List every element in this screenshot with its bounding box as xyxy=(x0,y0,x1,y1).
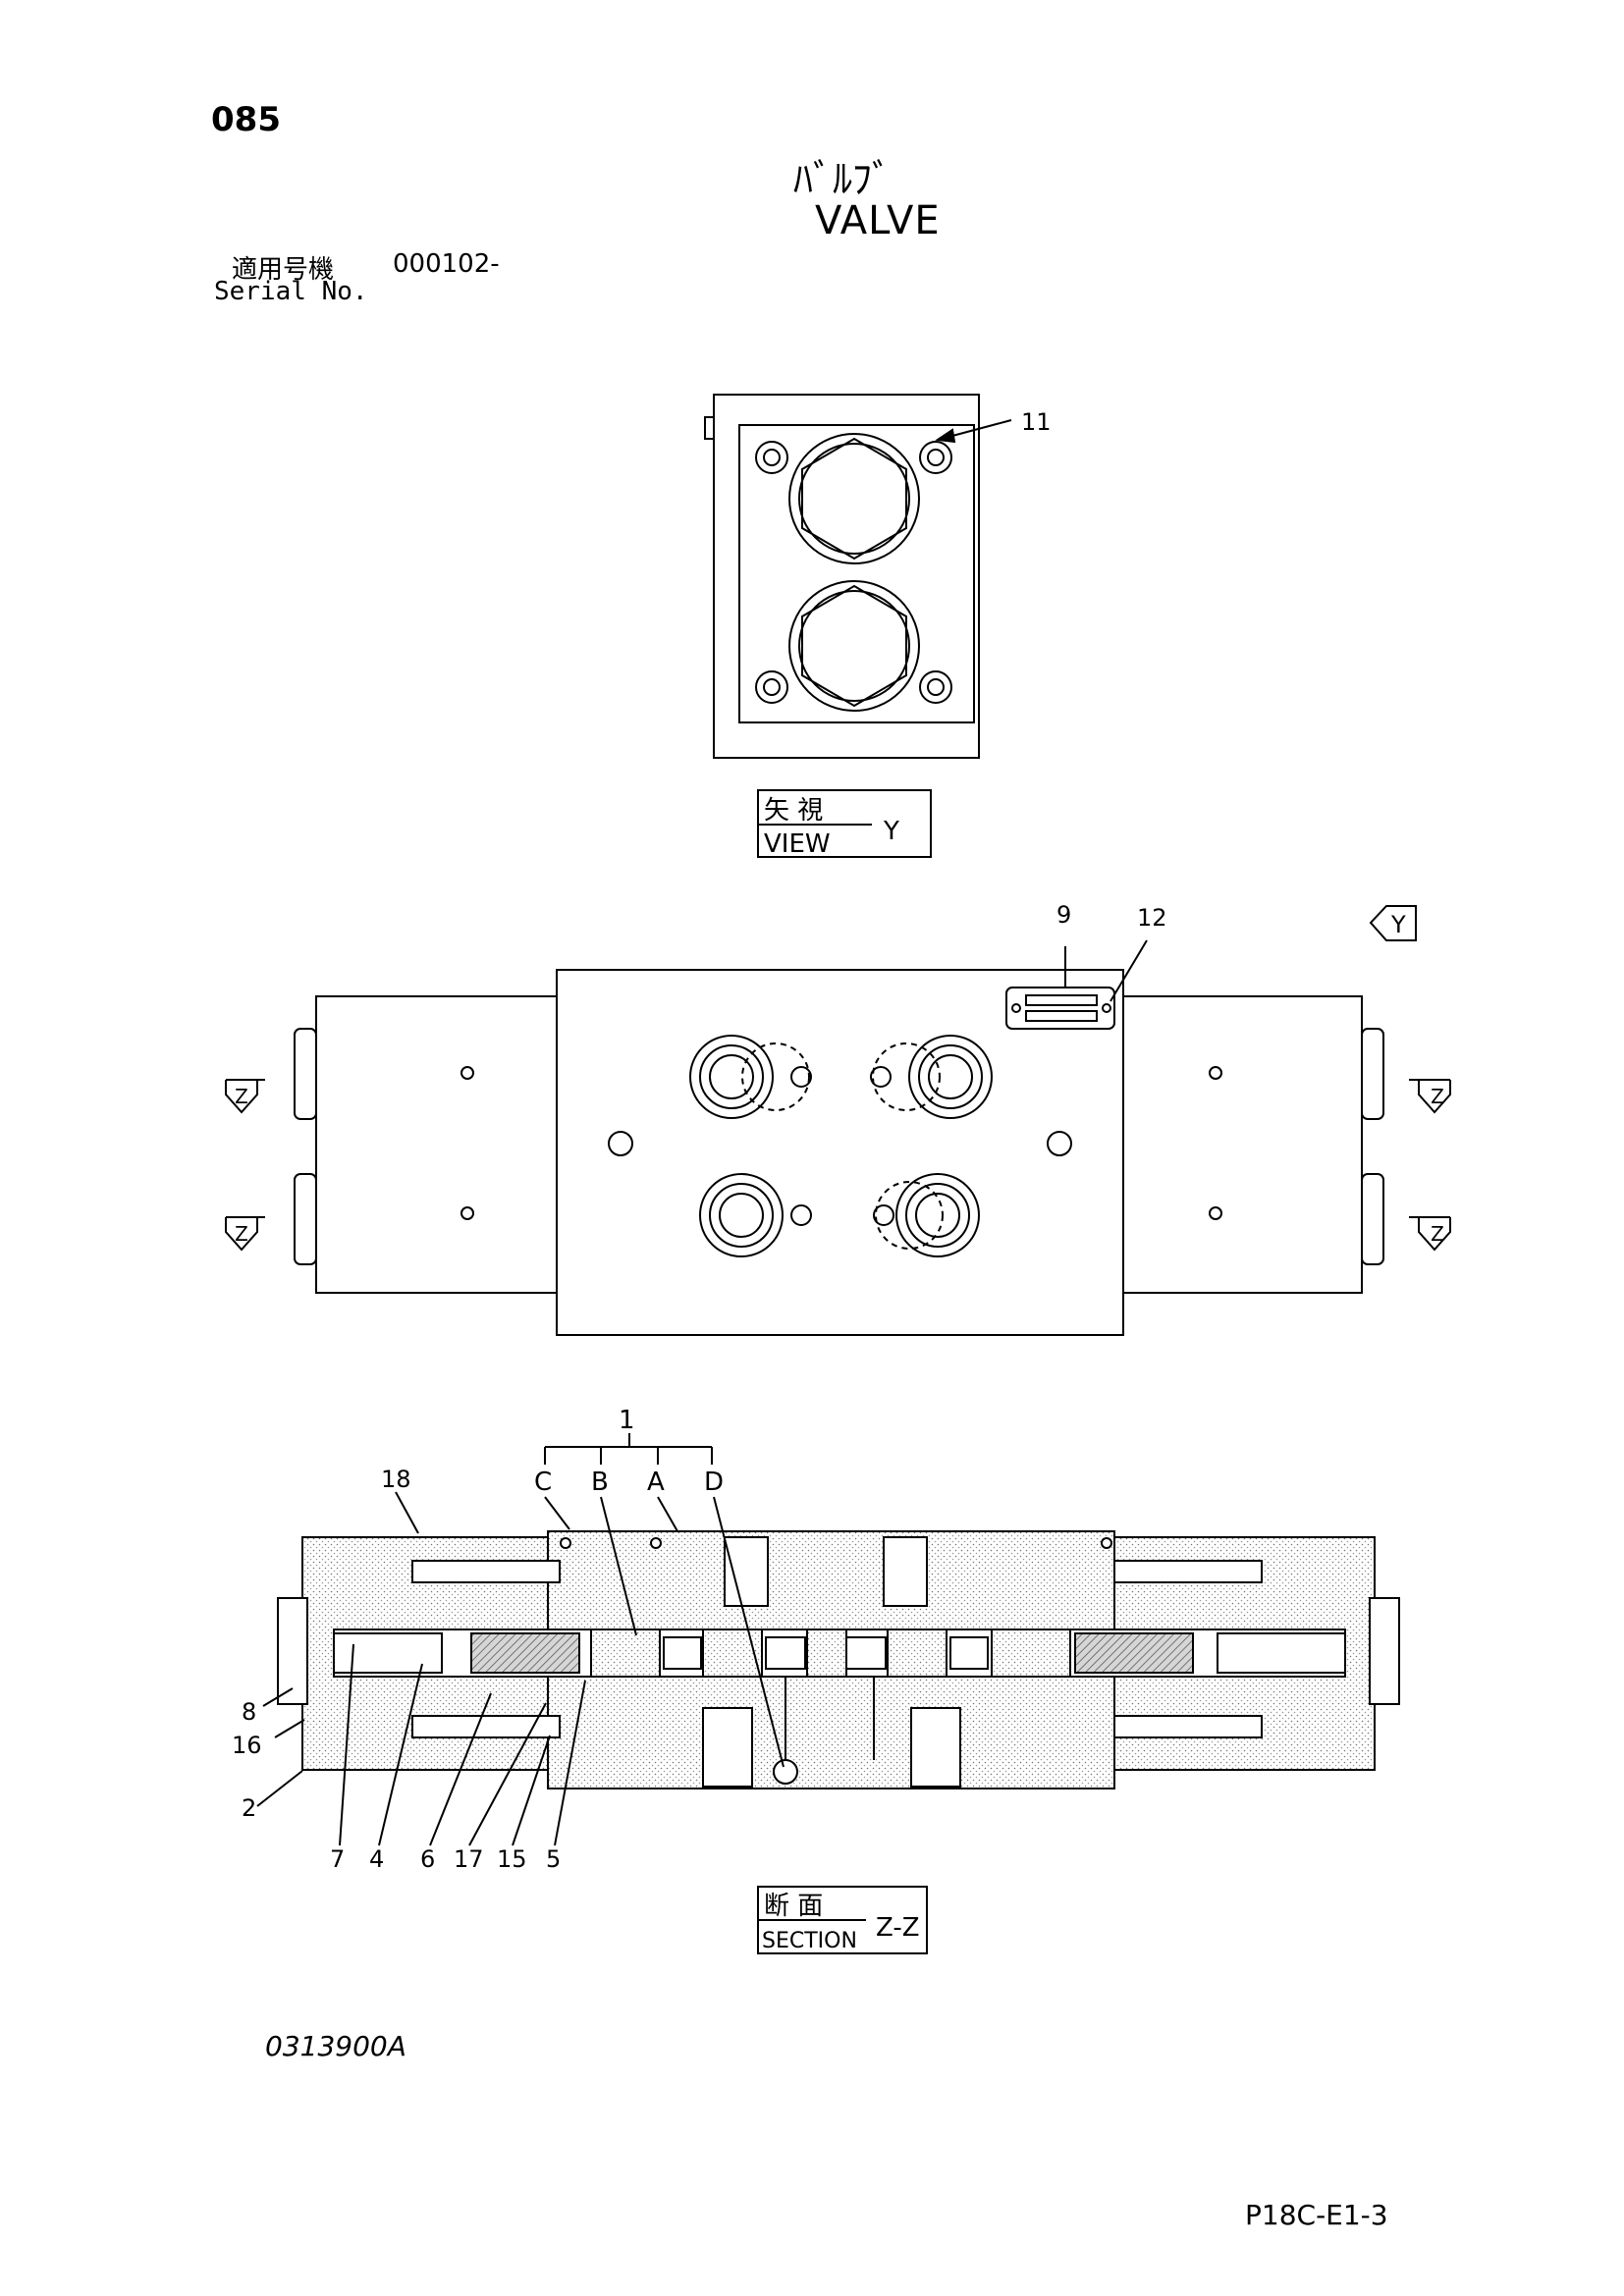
callout-9: 9 xyxy=(1056,901,1071,929)
section-label: 断 面 SECTION Z-Z xyxy=(757,1886,928,1954)
view-arrow-y-label: Y xyxy=(1390,911,1406,938)
callout-4: 4 xyxy=(369,1845,384,1873)
bolt-icon xyxy=(755,441,952,704)
callout-D: D xyxy=(704,1468,724,1497)
section-label-jp: 断 面 xyxy=(764,1892,823,1921)
callout-A: A xyxy=(647,1468,665,1497)
section-marker-z: Z xyxy=(235,1222,248,1246)
title-english: VALVE xyxy=(815,198,941,243)
view-label-en: VIEW xyxy=(764,829,831,859)
section-label-en: SECTION xyxy=(762,1929,857,1953)
section-letter: Z-Z xyxy=(876,1913,920,1943)
port-icon xyxy=(689,1035,993,1257)
callout-6: 6 xyxy=(420,1845,435,1873)
callout-5: 5 xyxy=(546,1845,561,1873)
callout-1-bracket xyxy=(256,1433,785,1846)
view-y-drawing xyxy=(704,394,1012,759)
callout-C: C xyxy=(534,1468,552,1497)
serial-label-japanese: 適用号機 xyxy=(232,255,335,285)
serial-value: 000102- xyxy=(393,249,500,279)
callout-2: 2 xyxy=(242,1794,256,1822)
view-y-label: 矢 視 VIEW Y xyxy=(757,789,932,859)
callout-11: 11 xyxy=(1021,408,1052,436)
callout-1: 1 xyxy=(619,1406,635,1435)
callout-16: 16 xyxy=(232,1732,262,1759)
section-marker-z: Z xyxy=(235,1085,248,1108)
page-number: 085 xyxy=(211,100,281,139)
callout-8: 8 xyxy=(242,1698,256,1726)
port-icon xyxy=(788,433,920,712)
title-japanese: ﾊﾞﾙﾌﾞ xyxy=(793,157,892,202)
serial-label-english: Serial No. xyxy=(214,277,368,306)
callout-7: 7 xyxy=(330,1845,345,1873)
front-view-drawing xyxy=(294,939,1384,1336)
section-arrow-icon xyxy=(225,1079,1451,1252)
callout-15: 15 xyxy=(497,1845,527,1873)
page-code: P18C-E1-3 xyxy=(1245,2199,1388,2231)
drawing-number: 0313900A xyxy=(265,2030,406,2062)
callout-12: 12 xyxy=(1137,904,1167,932)
callout-B: B xyxy=(591,1468,609,1497)
section-marker-z: Z xyxy=(1431,1222,1444,1246)
view-label-jp: 矢 視 xyxy=(764,796,823,826)
section-marker-z: Z xyxy=(1431,1085,1444,1108)
view-letter: Y xyxy=(883,817,899,846)
callout-18: 18 xyxy=(381,1466,411,1493)
section-z-drawing xyxy=(277,1530,1400,1789)
view-arrow-y-icon: Y xyxy=(1369,905,1417,941)
callout-17: 17 xyxy=(454,1845,484,1873)
